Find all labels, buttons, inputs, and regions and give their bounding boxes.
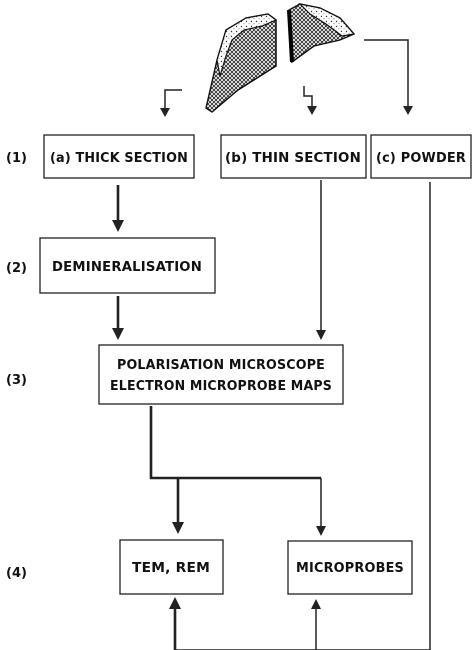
arrow-polarisation-to-analysis [149,406,326,536]
microprobes-box: MICROPROBES [287,540,413,595]
step-label-2: (2) [6,261,27,276]
polarisation-line-1: POLARISATION MICROSCOPE [117,358,325,373]
demineralisation-label: DEMINERALISATION [52,260,202,275]
tem-rem-label: TEM, REM [132,561,210,576]
tooth-sample-illustration [205,3,356,113]
powder-label: (c) POWDER [376,151,466,166]
polarisation-box: POLARISATION MICROSCOPE ELECTRON MICROPR… [98,344,344,405]
step-label-3: (3) [6,373,27,388]
step-label-1: (1) [6,151,27,166]
thin-section-box: (b) THIN SECTION [220,134,367,179]
demineralisation-box: DEMINERALISATION [39,237,216,294]
powder-box: (c) POWDER [370,134,472,179]
step-label-4: (4) [6,566,27,581]
thick-section-box: (a) THICK SECTION [43,134,195,179]
arrow-demineralisation-to-polarisation [112,296,124,340]
polarisation-line-2: ELECTRON MICROPROBE MAPS [110,379,332,394]
microprobes-label: MICROPROBES [296,561,404,576]
thin-section-label: (b) THIN SECTION [225,151,361,166]
arrow-thin-to-polarisation [316,180,326,340]
thick-section-label: (a) THICK SECTION [50,151,188,166]
sample-connectors [160,39,413,117]
powder-return-path [169,182,431,650]
arrow-thick-to-demineralisation [112,185,124,232]
tem-rem-box: TEM, REM [119,539,224,595]
